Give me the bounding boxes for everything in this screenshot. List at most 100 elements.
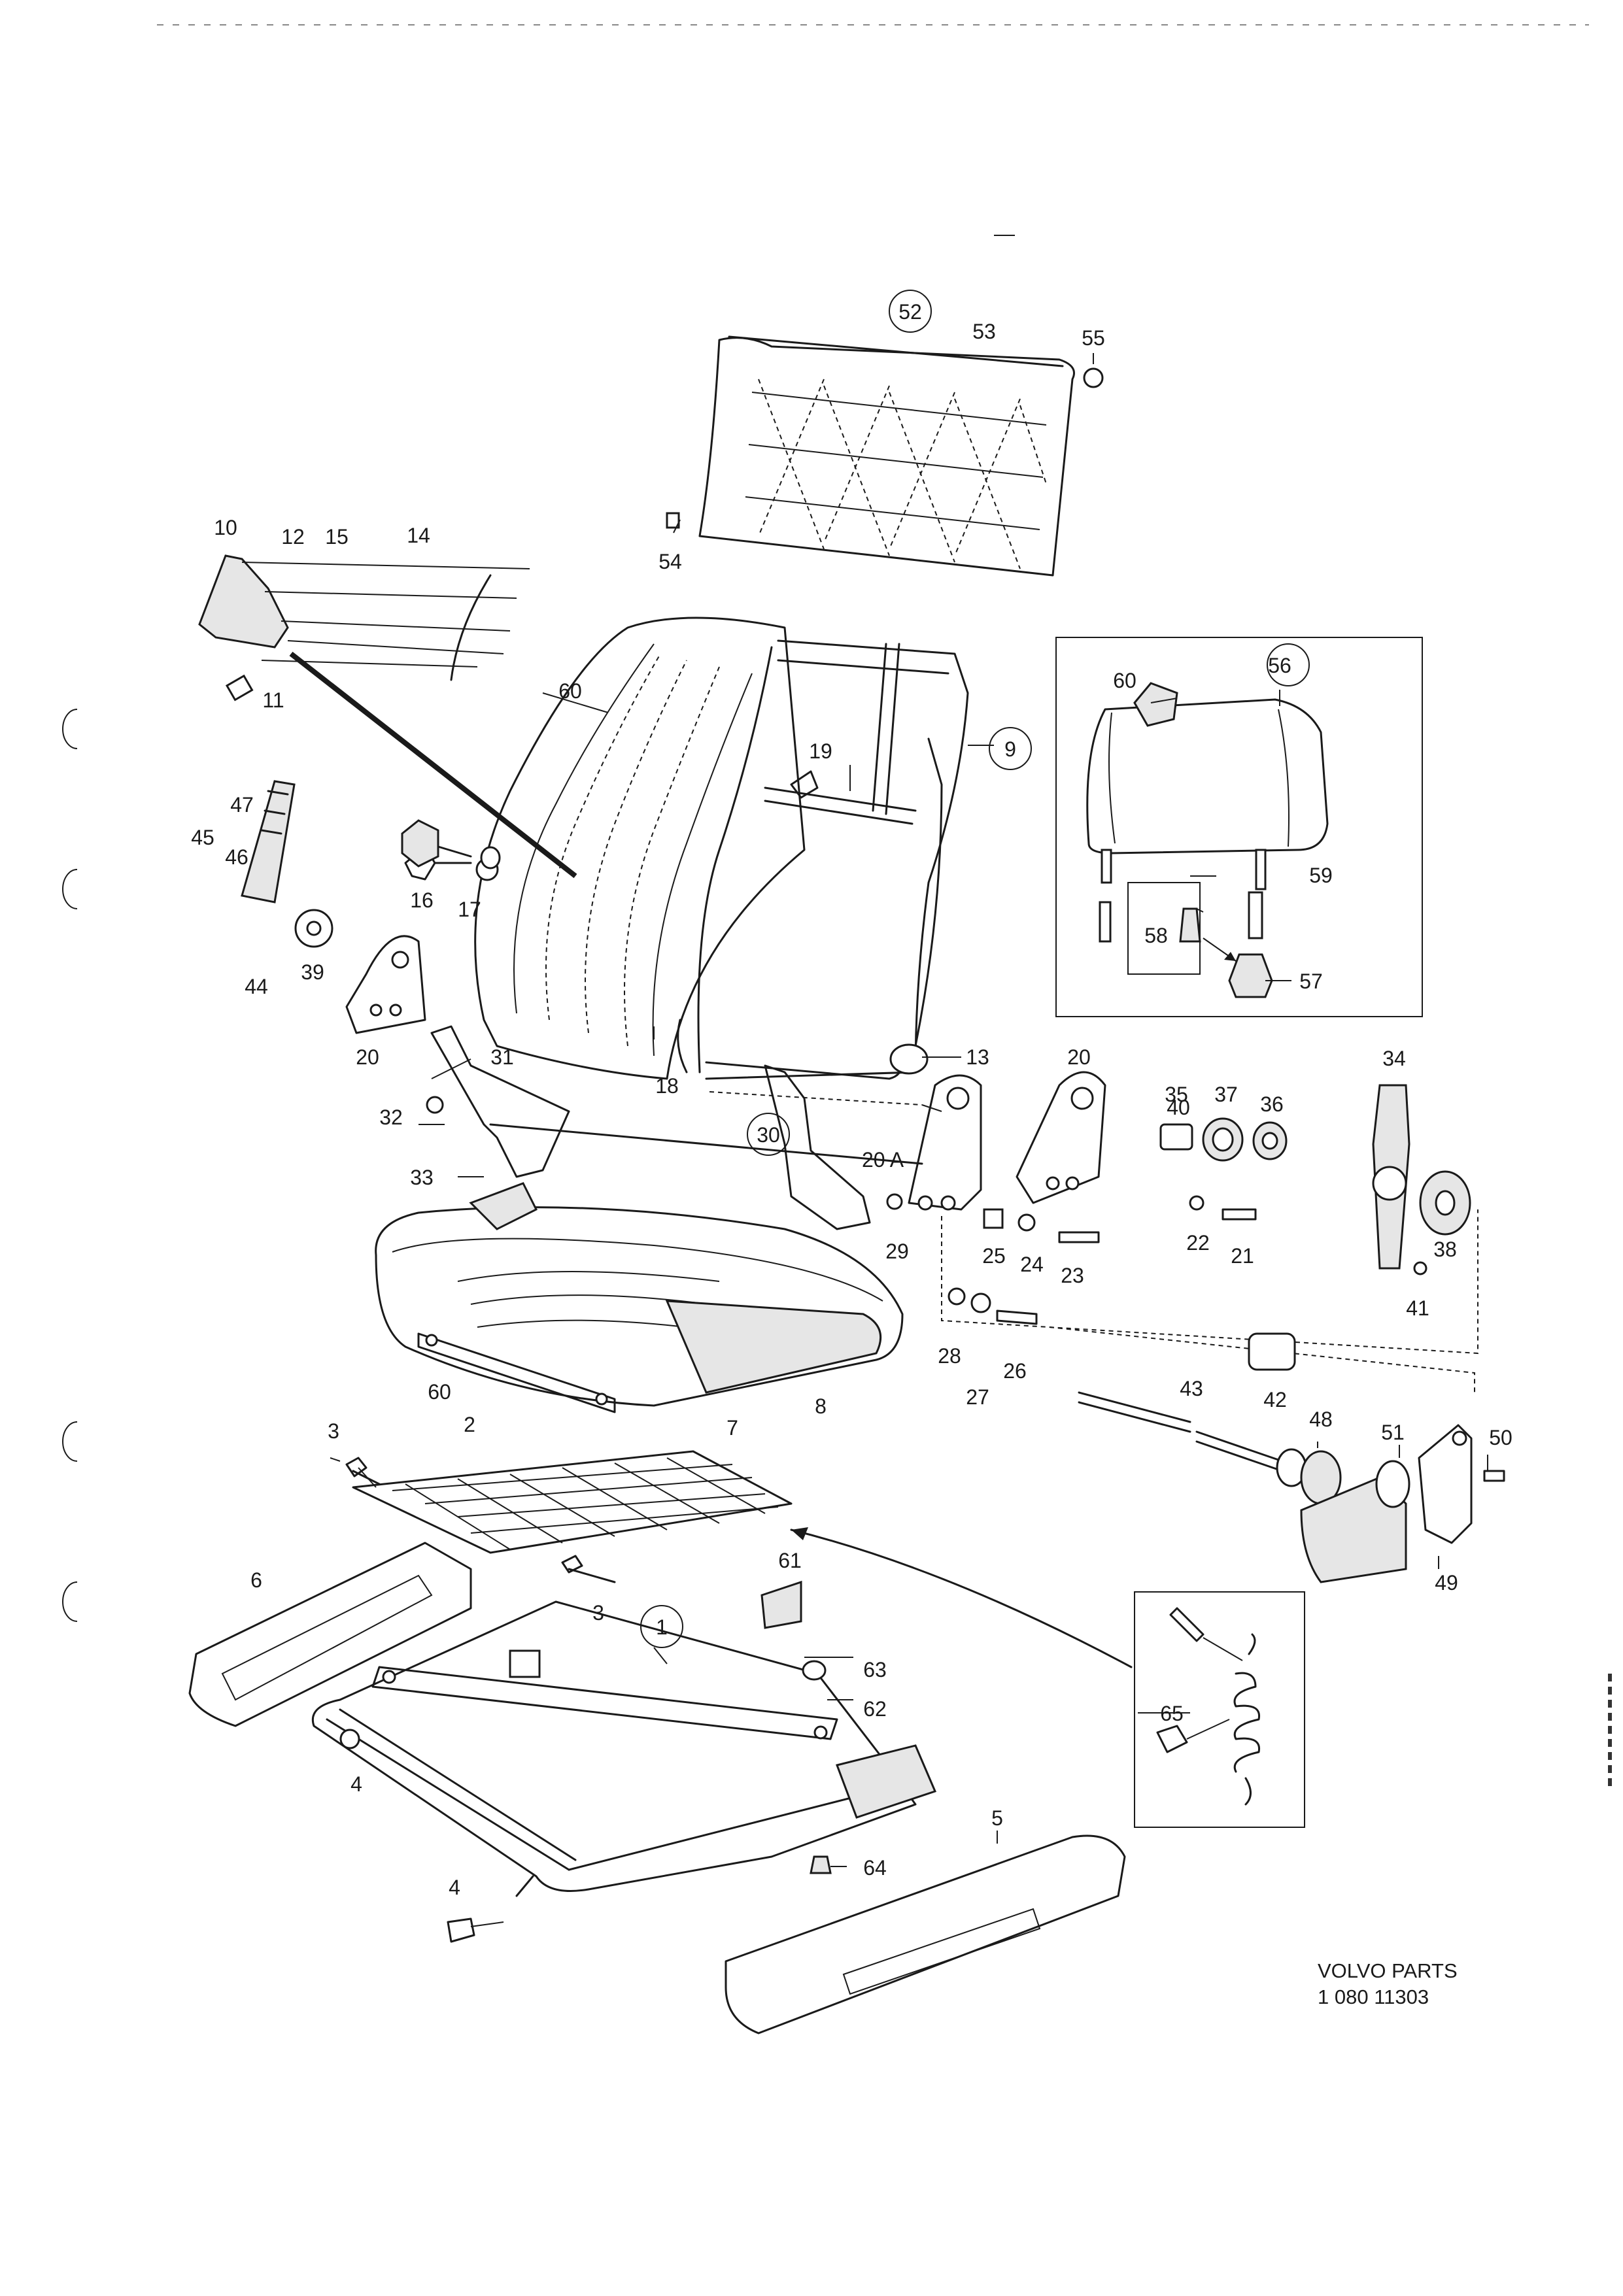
- adjuster-arm-34: [1372, 1084, 1471, 1275]
- label-30: 30: [757, 1123, 780, 1147]
- label-21: 21: [1231, 1244, 1254, 1268]
- label-18: 18: [655, 1074, 679, 1098]
- label-3-right: 3: [592, 1601, 604, 1625]
- label-20-right: 20: [1067, 1045, 1091, 1069]
- side-panel-right: [725, 1834, 1126, 2034]
- label-6: 6: [250, 1568, 262, 1592]
- label-60-headrest: 60: [1113, 669, 1136, 692]
- scan-artifacts: [62, 24, 1612, 1791]
- label-35: 35: [1165, 1083, 1188, 1106]
- label-34: 34: [1382, 1047, 1406, 1070]
- guide-sleeve-box: [1127, 882, 1201, 975]
- label-59: 59: [1309, 864, 1333, 887]
- knob-16: [401, 819, 501, 869]
- label-44: 44: [245, 975, 268, 998]
- label-2: 2: [464, 1413, 475, 1436]
- label-5: 5: [991, 1806, 1003, 1830]
- label-9: 9: [1004, 737, 1016, 761]
- hinge-bracket-20-right: [1016, 1071, 1106, 1204]
- cross-bar: [371, 1666, 838, 1740]
- label-16: 16: [410, 888, 434, 912]
- label-52: 52: [898, 300, 922, 324]
- label-27: 27: [966, 1385, 989, 1409]
- label-49: 49: [1435, 1571, 1458, 1595]
- label-32: 32: [379, 1106, 403, 1129]
- label-62: 62: [863, 1697, 887, 1721]
- label-37: 37: [1214, 1083, 1238, 1106]
- hinge-fasteners: [886, 1117, 1288, 1325]
- footer-code: 1 080 11303: [1318, 1985, 1429, 2008]
- hinge-bracket-20A: [908, 1074, 982, 1211]
- label-20A: 20 A: [862, 1148, 904, 1172]
- label-4-frame: 4: [350, 1772, 362, 1796]
- label-7: 7: [726, 1416, 738, 1440]
- lumbar-support: [198, 554, 577, 879]
- label-13: 13: [966, 1045, 989, 1069]
- label-50: 50: [1489, 1426, 1512, 1449]
- side-panel-left: [188, 1542, 472, 1727]
- label-42: 42: [1263, 1388, 1287, 1411]
- label-10: 10: [214, 516, 237, 539]
- handwheel-and-shaft: [941, 1209, 1505, 1583]
- label-15: 15: [325, 525, 349, 549]
- headrest-inset-box: [1055, 637, 1423, 1017]
- recliner-mechanism: [241, 780, 499, 1034]
- label-26: 26: [1003, 1359, 1027, 1383]
- nut-64: [810, 1855, 832, 1874]
- clip-61: [760, 1580, 802, 1629]
- label-48: 48: [1309, 1408, 1333, 1431]
- headrest-guide-rod: [1099, 849, 1267, 943]
- label-31: 31: [490, 1045, 514, 1069]
- label-46: 46: [225, 845, 248, 869]
- label-28: 28: [938, 1344, 961, 1368]
- seat-back-clip: [790, 770, 819, 799]
- label-38: 38: [1433, 1238, 1457, 1261]
- label-55: 55: [1082, 326, 1105, 350]
- label-58: 58: [1144, 924, 1168, 947]
- footer-brand: VOLVO PARTS: [1318, 1959, 1458, 1982]
- label-3-left: 3: [328, 1419, 339, 1443]
- label-17: 17: [458, 898, 481, 921]
- cargo-net: [666, 335, 1104, 577]
- label-36: 36: [1260, 1092, 1284, 1116]
- label-1: 1: [656, 1615, 668, 1639]
- label-60-back: 60: [558, 679, 582, 703]
- label-61: 61: [778, 1549, 802, 1572]
- screw-4: [447, 1917, 475, 1943]
- net-screw: [666, 512, 680, 529]
- label-51: 51: [1381, 1421, 1405, 1444]
- cap-63: [802, 1660, 827, 1681]
- label-47: 47: [230, 793, 254, 817]
- label-20-left: 20: [356, 1045, 379, 1069]
- net-hook: [1083, 367, 1104, 388]
- label-54: 54: [658, 550, 682, 573]
- label-64: 64: [863, 1856, 887, 1880]
- label-23: 23: [1061, 1264, 1084, 1287]
- label-45: 45: [191, 826, 214, 849]
- label-8: 8: [815, 1394, 827, 1418]
- label-33: 33: [410, 1166, 434, 1189]
- callout-circles: [640, 290, 1310, 1648]
- release-bar: [426, 1025, 923, 1230]
- label-12: 12: [281, 525, 305, 549]
- label-60-cushion: 60: [428, 1380, 451, 1404]
- small-parts: [339, 1457, 832, 1943]
- label-41: 41: [1406, 1296, 1429, 1320]
- label-22: 22: [1186, 1231, 1210, 1255]
- label-19: 19: [809, 739, 832, 763]
- label-4-screw: 4: [449, 1876, 460, 1899]
- leader-lines: [330, 235, 1488, 1867]
- label-29: 29: [885, 1240, 909, 1263]
- headrest: [1086, 682, 1329, 854]
- footer: VOLVO PARTS 1 080 11303: [1318, 1959, 1458, 2008]
- label-14: 14: [407, 524, 430, 547]
- seat-cushion: [375, 1206, 904, 1413]
- guide-sleeve: [1228, 953, 1273, 998]
- spring-mat: [352, 1450, 793, 1583]
- label-39: 39: [301, 960, 324, 984]
- label-56: 56: [1268, 654, 1291, 677]
- recliner-lever: [241, 780, 296, 903]
- label-53: 53: [972, 320, 996, 343]
- label-24: 24: [1020, 1253, 1044, 1276]
